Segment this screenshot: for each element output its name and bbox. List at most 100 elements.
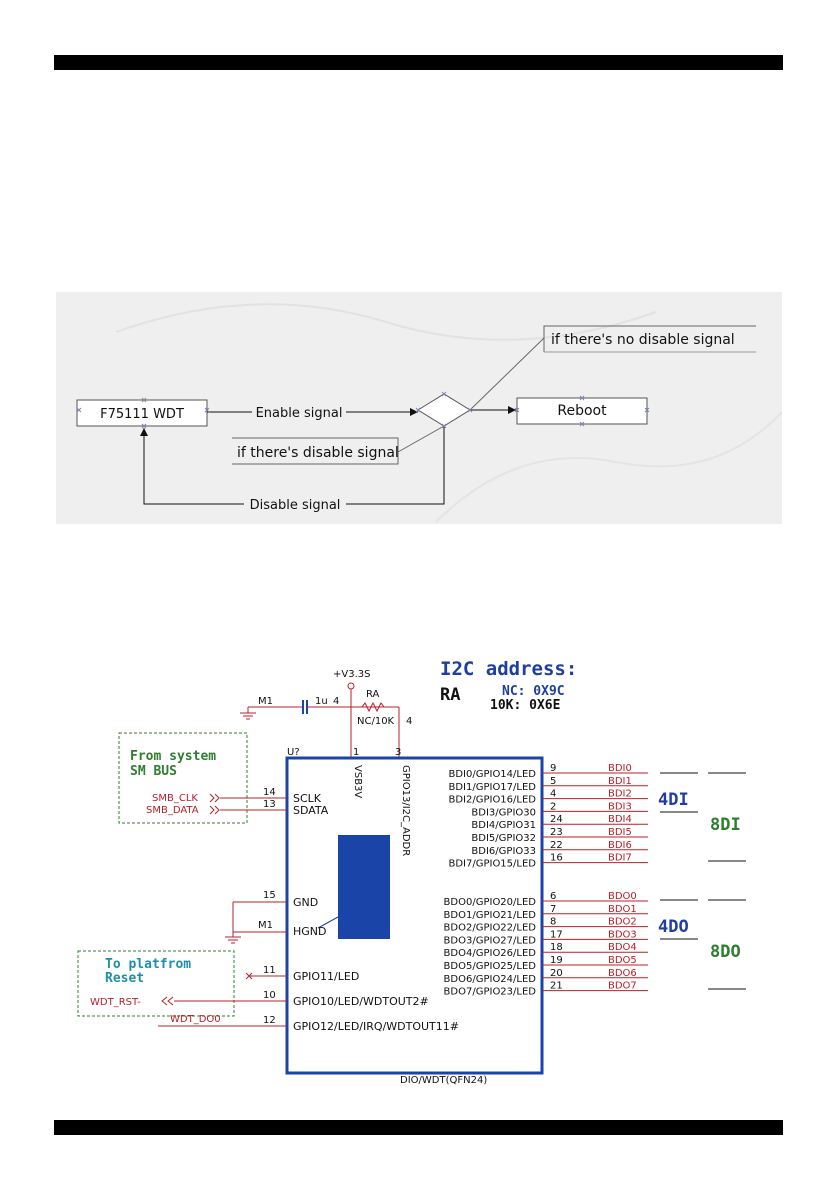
di-pin-name: BDI7/GPIO15/LED	[448, 859, 536, 870]
smb-data-net: SMB_DATA	[146, 805, 199, 816]
background-swirl	[115, 303, 657, 341]
disable-signal-condition-label: if there's disable signal	[237, 445, 399, 461]
pin-15: 15	[263, 890, 276, 901]
di-pin-number: 22	[550, 840, 563, 851]
do-pin-number: 20	[550, 968, 563, 979]
smb-clk-port-icon	[209, 793, 220, 803]
chip-die	[338, 835, 390, 939]
cap-pin: 4	[333, 696, 339, 707]
do-pin-number: 18	[550, 942, 563, 953]
do-pin-row: BDO4/GPIO26/LED 18 BDO4	[444, 942, 648, 959]
disable-leader	[397, 425, 445, 453]
do-net-label: BDO4	[608, 942, 637, 953]
smb-data-port-icon	[209, 805, 220, 815]
di-pin-number: 4	[550, 789, 556, 800]
label-8do: 8DO	[710, 942, 741, 962]
di-pin-name: BDI6/GPIO33	[471, 846, 536, 857]
power-label: +V3.3S	[333, 669, 370, 680]
do-net-label: BDO2	[608, 917, 637, 928]
do-pin-number: 7	[550, 904, 556, 915]
di-pin-number: 16	[550, 853, 563, 864]
do-pin-number: 6	[550, 891, 556, 902]
do-pin-number: 21	[550, 981, 563, 992]
pin-1: 1	[353, 747, 359, 758]
disable-callout	[232, 437, 399, 465]
to-platform-box	[77, 950, 235, 1017]
do-pin-row: BDO6/GPIO24/LED 20 BDO6	[444, 968, 648, 985]
do-net-label: BDO0	[608, 891, 637, 902]
no-disable-leader	[469, 337, 545, 411]
resistor-value: NC/10K	[357, 716, 395, 727]
smb-clk-net: SMB_CLK	[152, 793, 198, 804]
no-disable-callout	[543, 325, 756, 352]
i2c-nc-address: NC: 0X9C	[502, 684, 565, 699]
di-net-label: BDI3	[608, 801, 632, 812]
pin-3: 3	[395, 747, 401, 758]
do-net-label: BDO3	[608, 929, 637, 940]
gpio11-pin-label: GPIO11/LED	[293, 970, 359, 983]
no-disable-signal-label: if there's no disable signal	[551, 332, 735, 348]
di-pin-name: BDI4/GPIO31	[471, 820, 536, 831]
di-pin-number: 5	[550, 776, 556, 787]
do-pin-name: BDO4/GPIO26/LED	[444, 948, 537, 959]
from-system-line2: SM BUS	[130, 764, 177, 779]
di-pin-name: BDI5/GPIO32	[471, 833, 536, 844]
dio-wdt-schematic: I2C address: RA NC: 0X9C 10K: 0X6E +V3.3…	[77, 658, 746, 1086]
reboot-box-label: Reboot	[557, 403, 607, 419]
background-swirl	[435, 411, 782, 523]
do-pin-name: BDO2/GPIO22/LED	[444, 923, 537, 934]
do-pin-name: BDO5/GPIO25/LED	[444, 961, 537, 972]
pin-14: 14	[263, 787, 276, 798]
di-pin-name: BDI0/GPIO14/LED	[448, 769, 536, 780]
wdt-box: F75111 WDT	[76, 399, 208, 427]
pin-13: 13	[263, 799, 276, 810]
do-pin-number: 19	[550, 955, 563, 966]
hgnd-pin-label: HGND	[293, 925, 327, 938]
power-node	[347, 682, 355, 690]
wdt-rst-port-icon	[161, 996, 174, 1006]
label-8di: 8DI	[710, 815, 741, 835]
m1-label: M1	[258, 920, 273, 931]
label-4di: 4DI	[658, 790, 689, 810]
chip-ref: U?	[287, 747, 300, 758]
di-pin-name: BDI2/GPIO16/LED	[448, 795, 536, 806]
di-net-label: BDI5	[608, 827, 632, 838]
di-pin-row: BDI3/GPIO30 2 BDI3	[471, 801, 648, 818]
do-pin-name: BDO6/GPIO24/LED	[444, 974, 537, 985]
from-system-line1: From system	[130, 749, 216, 764]
di-net-label: BDI2	[608, 789, 632, 800]
di-pin-name: BDI3/GPIO30	[471, 807, 536, 818]
connector-markers	[76, 391, 650, 429]
di-net-label: BDI0	[608, 763, 632, 774]
di-pin-number: 9	[550, 763, 556, 774]
do-net-label: BDO1	[608, 904, 637, 915]
do-pin-name: BDO3/GPIO27/LED	[444, 935, 537, 946]
di-pin-number: 24	[550, 814, 563, 825]
gnd-pin-label: GND	[293, 896, 318, 909]
to-platform-line2: Reset	[105, 971, 144, 986]
pin-10: 10	[263, 990, 276, 1001]
vsb-pin-label: VSB3V	[352, 765, 363, 798]
di-pin-number: 2	[550, 801, 556, 812]
do-pin-name: BDO0/GPIO20/LED	[444, 897, 537, 908]
label-4do: 4DO	[658, 917, 689, 937]
chip-body	[285, 756, 544, 1075]
sdata-pin-label: SDATA	[293, 804, 329, 817]
do-net-label: BDO6	[608, 968, 637, 979]
do-pin-name: BDO7/GPIO23/LED	[444, 987, 537, 998]
enable-label-bg	[252, 403, 346, 420]
chip-name: DIO/WDT(QFN24)	[400, 1075, 487, 1086]
reboot-box: Reboot	[516, 397, 648, 425]
hgnd-link	[317, 916, 339, 929]
ground-symbol	[225, 936, 241, 944]
enable-signal-label: Enable signal	[256, 406, 343, 421]
do-pin-row: BDO0/GPIO20/LED 6 BDO0	[444, 891, 648, 908]
